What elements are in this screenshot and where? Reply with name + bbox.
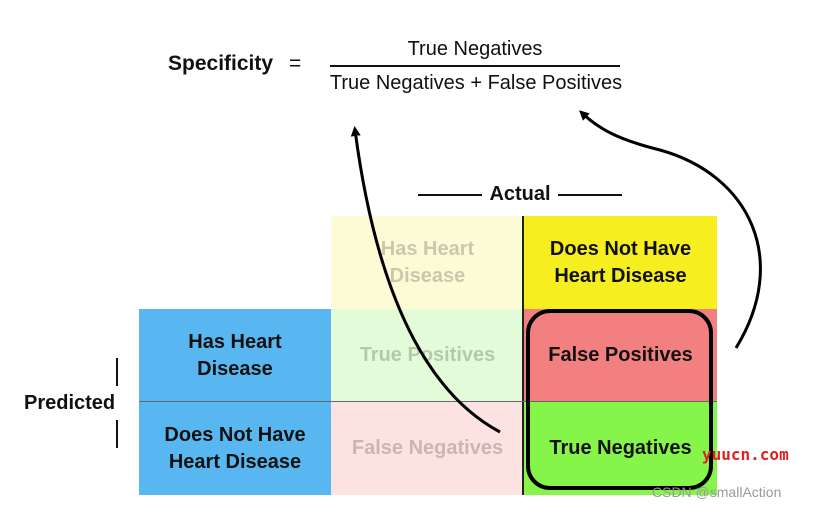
column-header-has-heart-disease: Has Heart Disease [331, 216, 524, 309]
arrow-true-negatives-to-numerator [350, 126, 501, 434]
grid-vertical-line [522, 216, 524, 495]
actual-line-right [558, 194, 622, 196]
formula-numerator: True Negatives [407, 38, 543, 60]
predicted-tick-top [116, 358, 118, 386]
formula-equals: = [289, 52, 302, 75]
cell-true-positives: True Positives [331, 309, 524, 402]
grid-horizontal-line [139, 401, 717, 402]
actual-axis-label: Actual [487, 183, 553, 205]
column-header-no-heart-disease: Does Not Have Heart Disease [524, 216, 717, 309]
watermark-site: yuucn.com [702, 445, 789, 464]
formula-denominator: True Negatives + False Positives [329, 72, 623, 94]
watermark-credit: CSDN @smallAction [652, 484, 782, 500]
arrow-false-positives-to-denominator [579, 110, 762, 349]
predicted-tick-bottom [116, 420, 118, 448]
actual-line-left [418, 194, 482, 196]
cell-false-positives: False Positives [524, 309, 717, 402]
predicted-axis-label: Predicted [24, 392, 116, 414]
cell-true-negatives: True Negatives [524, 402, 717, 495]
row-header-no-heart-disease: Does Not Have Heart Disease [139, 402, 331, 495]
highlight-box [526, 309, 713, 490]
row-header-has-heart-disease: Has Heart Disease [139, 309, 331, 402]
cell-false-negatives: False Negatives [331, 402, 524, 495]
fraction-bar [330, 65, 620, 67]
formula-label: Specificity [168, 52, 274, 75]
